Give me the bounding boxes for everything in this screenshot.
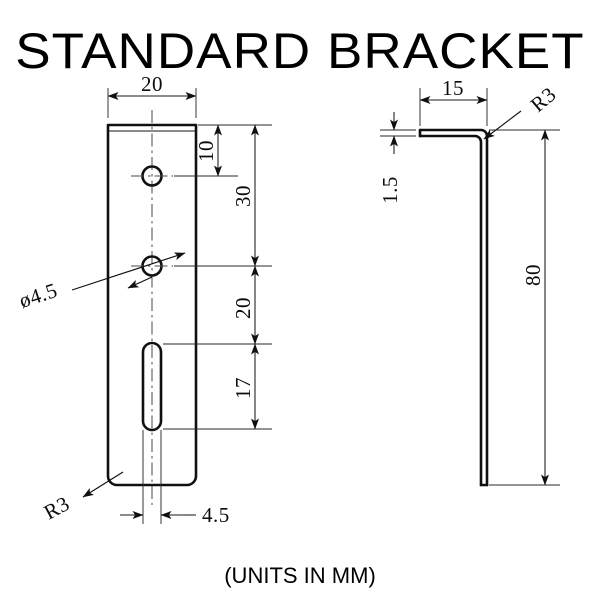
lprofile-outer xyxy=(418,128,489,487)
drawing-title: STANDARD BRACKET xyxy=(15,22,585,78)
leader-hole-diameter xyxy=(71,252,186,291)
dim-label-flange-length: 15 xyxy=(442,76,464,100)
bracket-plate-outline xyxy=(106,123,198,487)
dim-label-width: 20 xyxy=(141,72,163,96)
side-view: 15 1.5 80 R3 xyxy=(378,76,561,487)
leader-bend-radius xyxy=(483,110,522,140)
leader-corner-radius xyxy=(82,471,124,498)
dim-label-corner-radius: R3 xyxy=(40,491,74,524)
dim-label-10: 10 xyxy=(194,140,218,162)
dim-label-hole-diameter: ø4.5 xyxy=(16,278,60,313)
leader-hole-diameter-branch xyxy=(127,276,153,289)
units-caption: (UNITS IN MM) xyxy=(224,563,376,588)
dim-label-17: 17 xyxy=(231,377,255,399)
lprofile-inner xyxy=(418,134,483,487)
front-view: 20 10 30 20 17 4.5 xyxy=(16,72,272,527)
dim-label-30: 30 xyxy=(231,185,255,207)
dim-label-thickness: 1.5 xyxy=(378,176,402,204)
slot xyxy=(141,341,163,432)
dim-label-slot-width: 4.5 xyxy=(202,503,230,527)
dim-label-20: 20 xyxy=(231,297,255,319)
dim-label-height: 80 xyxy=(521,264,545,286)
dim-label-bend-radius: R3 xyxy=(526,82,561,117)
